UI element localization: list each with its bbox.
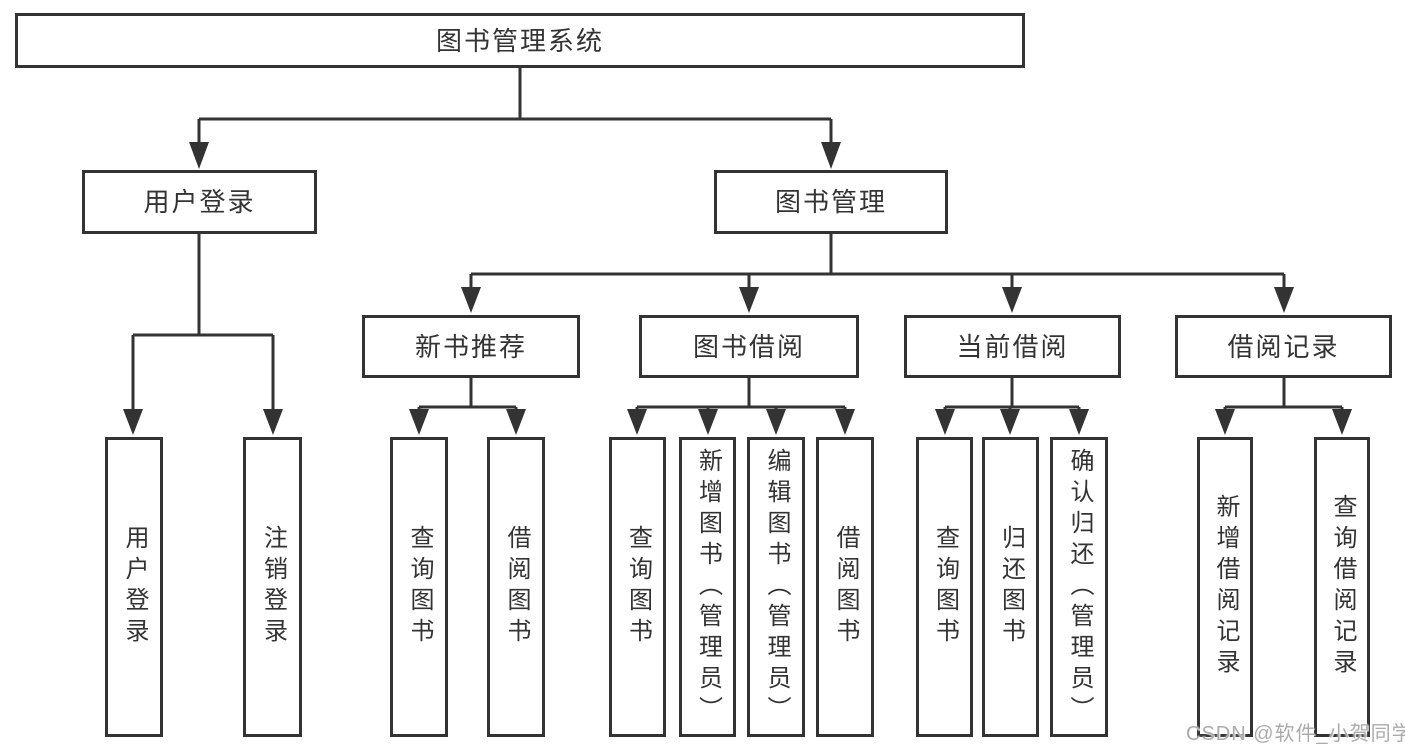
leaf-edit-books-admin: 编辑图书（管理员） (747, 437, 805, 737)
leaf-query-books-borrowing: 查询图书 (609, 437, 666, 737)
leaf-logout-label: 注销登录 (259, 525, 287, 649)
connector-sec2-to-leaves (935, 378, 1089, 435)
leaf-query-books-current: 查询图书 (916, 437, 973, 737)
node-borrow-records-label: 借阅记录 (1227, 331, 1340, 362)
leaf-query-borrow-record: 查询借阅记录 (1314, 437, 1370, 737)
leaf-query-borrow-record-label: 查询借阅记录 (1329, 494, 1356, 680)
connector-sec3-to-leaves (1215, 378, 1352, 435)
leaf-user-login: 用户登录 (105, 437, 163, 737)
node-book-borrowing: 图书借阅 (639, 315, 859, 378)
csdn-watermark: CSDN @软件_小贺同学 (1186, 723, 1405, 745)
connector-login-to-leaves (123, 234, 283, 435)
leaf-query-books-recommend: 查询图书 (390, 437, 448, 737)
leaf-borrow-books-borrowing-label: 借阅图书 (832, 525, 859, 649)
leaf-confirm-return-admin-label: 确认归还（管理员） (1066, 447, 1093, 727)
leaf-edit-books-admin-label: 编辑图书（管理员） (763, 447, 790, 727)
node-book-management: 图书管理 (714, 170, 948, 234)
node-current-borrowing: 当前借阅 (904, 315, 1121, 378)
leaf-return-books-label: 归还图书 (997, 525, 1025, 649)
leaf-return-books: 归还图书 (982, 437, 1039, 737)
node-borrow-records: 借阅记录 (1175, 315, 1392, 378)
leaf-add-borrow-record-label: 新增借阅记录 (1212, 494, 1239, 680)
leaf-user-login-label: 用户登录 (121, 525, 148, 649)
node-root-label: 图书管理系统 (435, 25, 604, 56)
connector-root-to-level2 (189, 68, 841, 169)
connector-sec1-to-leaves (627, 378, 855, 435)
leaf-query-books-recommend-label: 查询图书 (406, 525, 433, 649)
leaf-borrow-books-borrowing: 借阅图书 (816, 437, 874, 737)
connector-sec0-to-leaves (409, 378, 526, 435)
node-root-system: 图书管理系统 (15, 13, 1025, 68)
leaf-borrow-books-recommend: 借阅图书 (487, 437, 545, 737)
leaf-confirm-return-admin: 确认归还（管理员） (1050, 437, 1108, 737)
node-new-book-recommend-label: 新书推荐 (414, 331, 527, 362)
node-book-management-label: 图书管理 (774, 187, 887, 217)
leaf-query-books-current-label: 查询图书 (931, 525, 959, 649)
leaf-logout: 注销登录 (243, 437, 302, 737)
node-book-borrowing-label: 图书借阅 (692, 331, 805, 362)
node-user-login-label: 用户登录 (143, 187, 256, 217)
node-new-book-recommend: 新书推荐 (362, 315, 580, 378)
leaf-add-books-admin-label: 新增图书（管理员） (694, 447, 722, 727)
leaf-add-borrow-record: 新增借阅记录 (1197, 437, 1253, 737)
node-current-borrowing-label: 当前借阅 (956, 331, 1069, 362)
leaf-borrow-books-recommend-label: 借阅图书 (503, 525, 530, 649)
leaf-add-books-admin: 新增图书（管理员） (679, 437, 736, 737)
leaf-query-books-borrowing-label: 查询图书 (624, 525, 652, 649)
node-user-login: 用户登录 (82, 170, 317, 234)
connector-mgmt-to-sections (461, 234, 1294, 313)
